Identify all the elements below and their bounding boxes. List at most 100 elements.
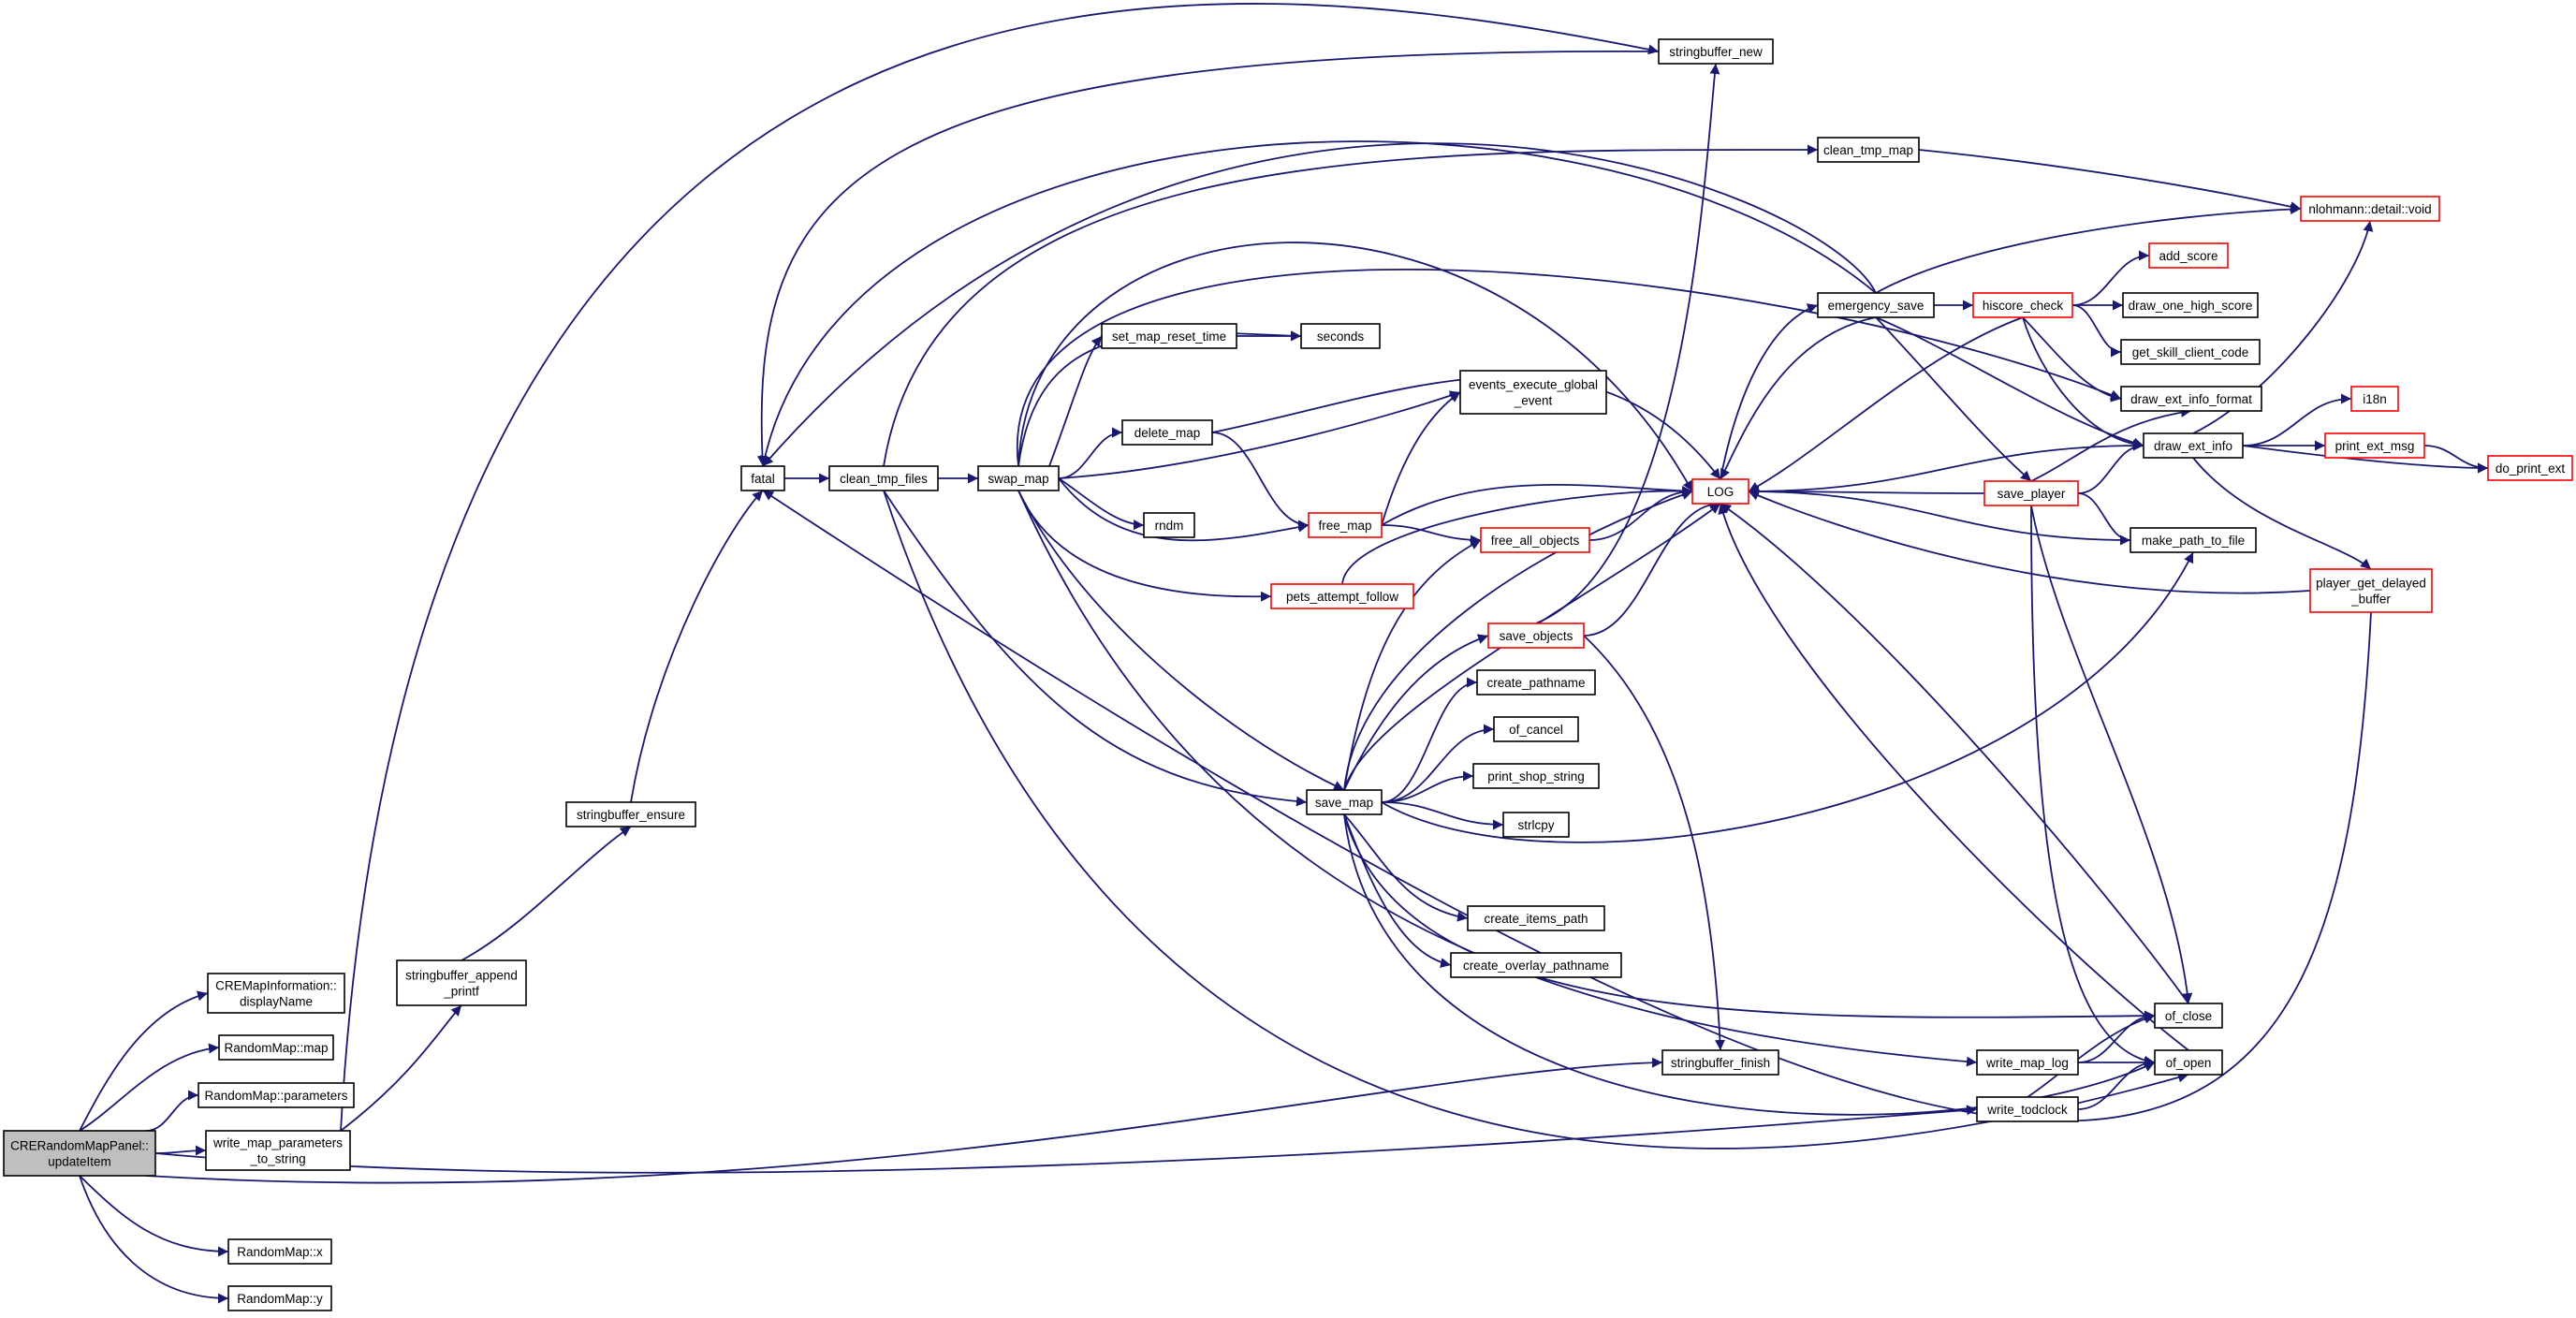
node-of-close[interactable]: of_close [2154, 1003, 2223, 1029]
node-box [2300, 196, 2440, 222]
node-draw-ext-info-format[interactable]: draw_ext_info_format [2120, 386, 2262, 412]
node-rndm[interactable]: rndm [1143, 512, 1195, 538]
node-create-pathname[interactable]: create_pathname [1476, 669, 1596, 696]
edge-draw_ext_info-to-do_print_ext [2242, 445, 2489, 474]
node-hiscore-check[interactable]: hiscore_check [1972, 292, 2073, 318]
node-player-get-delayed-buffer[interactable]: player_get_delayed_buffer [2309, 568, 2433, 613]
node-save-map[interactable]: save_map [1306, 789, 1383, 815]
edge-sb_append-to-sb_ensure [461, 826, 632, 961]
edges [79, 3, 2489, 1304]
node-fatal[interactable]: fatal [740, 465, 785, 491]
node-label: _printf [443, 985, 479, 999]
edge-write_todclock-to-of_open [2077, 1057, 2156, 1110]
node-box [2487, 455, 2573, 481]
node-delete-map[interactable]: delete_map [1121, 419, 1213, 446]
node-label: do_print_ext [2496, 461, 2566, 476]
node-label: make_path_to_file [2142, 534, 2245, 548]
node-rm-params[interactable]: RandomMap::parameters [198, 1082, 355, 1108]
node-label: stringbuffer_ensure [577, 808, 685, 822]
edge-save_map-to-of_cancel [1381, 724, 1495, 803]
node-free-map[interactable]: free_map [1308, 512, 1383, 538]
edge-save_map-to-create_items_path [1343, 813, 1469, 922]
node-clean-tmp-files[interactable]: clean_tmp_files [828, 465, 939, 491]
node-write-map-log[interactable]: write_map_log [1976, 1049, 2079, 1076]
node-box [1472, 763, 1600, 789]
node-seconds[interactable]: seconds [1300, 323, 1381, 349]
node-box [2309, 568, 2433, 613]
edge-LOG-to-emergency_save [1720, 303, 1819, 480]
node-label: _to_string [249, 1152, 305, 1166]
node-box [1691, 478, 1749, 505]
edge-save_map-to-create_overlay_pathname [1343, 813, 1452, 968]
node-draw-ext-info[interactable]: draw_ext_info [2143, 432, 2244, 459]
node-label: draw_one_high_score [2129, 299, 2253, 313]
edge-emergency_save-to-LOG [1720, 316, 1877, 480]
node-of-cancel[interactable]: of_cancel [1493, 716, 1579, 742]
node-LOG[interactable]: LOG [1691, 478, 1749, 505]
node-save-objects[interactable]: save_objects [1487, 622, 1585, 649]
node-rm-y[interactable]: RandomMap::y [227, 1285, 332, 1311]
node-box [1493, 716, 1579, 742]
edge-save_map-to-make_path_to_file [1381, 551, 2194, 843]
node-box [1502, 812, 1570, 838]
edge-draw_ext_info-to-LOG [1748, 445, 2144, 497]
edge-wmpts-to-sb_append [340, 1004, 462, 1132]
node-make-path-to-file[interactable]: make_path_to_file [2130, 527, 2257, 553]
node-free-all-objects[interactable]: free_all_objects [1480, 527, 1590, 553]
edge-save_map-to-of_close [1343, 813, 2156, 1021]
node-label: print_ext_msg [2335, 439, 2415, 453]
node-rm-map[interactable]: RandomMap::map [218, 1034, 334, 1061]
node-label: i18n [2363, 392, 2387, 406]
node-stringbuffer-finish[interactable]: stringbuffer_finish [1661, 1049, 1779, 1076]
edge-root-to-stringbuffer_finish [145, 1057, 1663, 1184]
edge-save_map-to-print_shop_string [1381, 770, 1474, 803]
node-strlcpy[interactable]: strlcpy [1502, 812, 1570, 838]
node-label: print_shop_string [1487, 769, 1585, 783]
node-stringbuffer-new[interactable]: stringbuffer_new [1658, 38, 1774, 65]
node-add-score[interactable]: add_score [2148, 242, 2229, 269]
node-label: save_player [1998, 487, 2066, 501]
node-do-print-ext[interactable]: do_print_ext [2487, 455, 2573, 481]
node-get-skill-client-code[interactable]: get_skill_client_code [2120, 339, 2261, 365]
node-label: draw_ext_info_format [2130, 392, 2252, 406]
edge-swap_map-to-set_map_reset_time [1048, 335, 1103, 467]
node-label: _buffer [2350, 593, 2391, 607]
node-swap-map[interactable]: swap_map [977, 465, 1060, 491]
node-of-open[interactable]: of_open [2154, 1049, 2223, 1076]
node-label: RandomMap::y [237, 1292, 323, 1306]
node-label: CRERandomMapPanel:: [10, 1139, 149, 1153]
node-save-player[interactable]: save_player [1983, 480, 2079, 506]
node-box [1121, 419, 1213, 446]
node-sb-ensure[interactable]: stringbuffer_ensure [565, 801, 696, 827]
node-set-map-reset-time[interactable]: set_map_reset_time [1101, 323, 1237, 349]
edge-clean_tmp_files-to-of_open [883, 490, 2189, 1150]
edge-root-to-rm_x [79, 1175, 229, 1257]
node-events-exec[interactable]: events_execute_global_event [1459, 370, 1607, 415]
node-create-items-path[interactable]: create_items_path [1467, 905, 1605, 931]
node-sb-append[interactable]: stringbuffer_append _printf [396, 959, 527, 1006]
node-i18n[interactable]: i18n [2350, 386, 2399, 412]
node-draw-one-high-score[interactable]: draw_one_high_score [2122, 292, 2259, 318]
node-create-overlay-pathname[interactable]: create_overlay_pathname [1450, 952, 1622, 978]
edge-save_objects-to-stringbuffer_finish [1583, 635, 1725, 1051]
node-print-ext-msg[interactable]: print_ext_msg [2324, 432, 2425, 459]
node-cremapinfo[interactable]: CREMapInformation::displayName [207, 973, 345, 1014]
edge-hiscore_check-to-add_score [2071, 250, 2150, 306]
edge-draw_ext_info-to-i18n [2242, 393, 2352, 447]
node-wmpts[interactable]: write_map_parameters_to_string [205, 1130, 351, 1171]
node-clean-tmp-map[interactable]: clean_tmp_map [1817, 137, 1920, 163]
node-write-todclock[interactable]: write_todclock [1976, 1096, 2079, 1122]
node-pets-attempt-follow[interactable]: pets_attempt_follow [1270, 583, 1414, 609]
node-rm-x[interactable]: RandomMap::x [227, 1238, 332, 1265]
node-root[interactable]: CRERandomMapPanel::updateItem [3, 1130, 156, 1177]
node-nlohmann[interactable]: nlohmann::detail::void [2300, 196, 2440, 222]
node-box [1476, 669, 1596, 696]
node-print-shop-string[interactable]: print_shop_string [1472, 763, 1600, 789]
edge-swap_map-to-draw_ext_info_format [1016, 269, 2122, 467]
node-emergency-save[interactable]: emergency_save [1817, 292, 1935, 318]
edge-save_map-to-create_pathname [1381, 677, 1478, 803]
node-label: stringbuffer_append [405, 969, 518, 983]
nodes: CRERandomMapPanel::updateItem CREMapInfor… [3, 38, 2573, 1311]
edge-pets_attempt_follow-to-LOG [1341, 486, 1693, 585]
